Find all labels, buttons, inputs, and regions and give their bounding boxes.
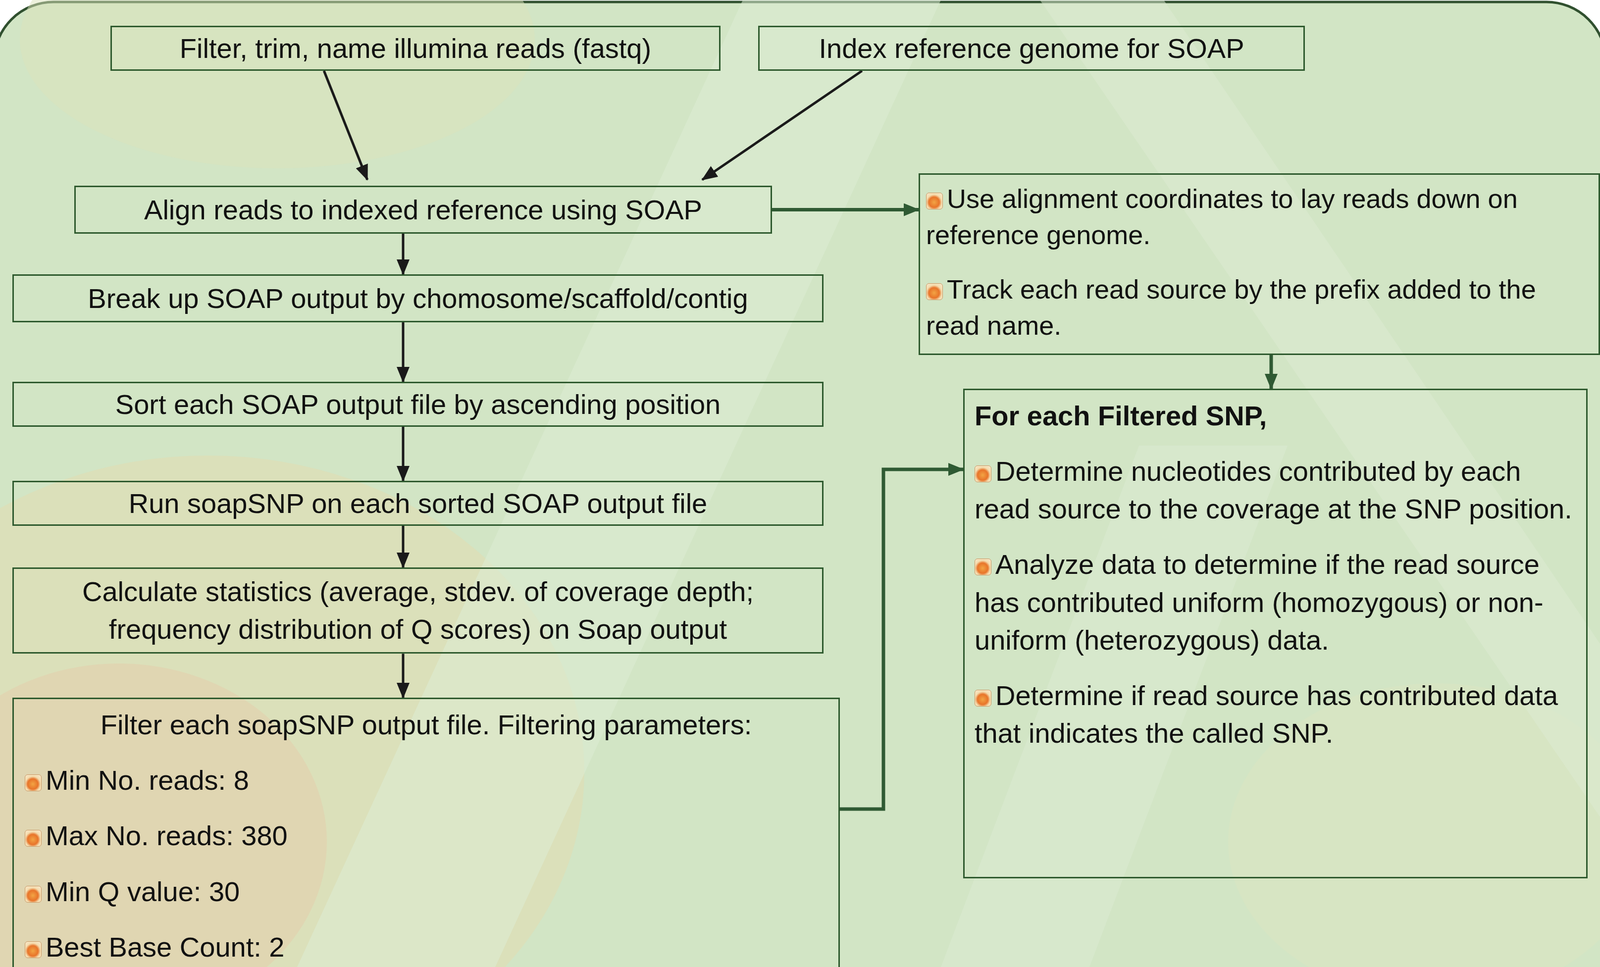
input-box: Filter, trim, name illumina reads (fastq… [110,25,721,71]
bullet-text: Analyze data to determine if the read so… [974,545,1577,659]
apple-watermark [19,0,535,169]
arrow-connector [402,525,405,568]
arrow-connector [839,469,964,810]
process-box: Run soapSNP on each sorted SOAP output f… [12,480,824,526]
box-text: Use alignment coordinates to lay reads d… [926,180,1594,254]
box-text: Index reference genome for SOAP [818,32,1244,65]
bullet-text: Max No. reads: 380 [24,819,828,853]
arrow-connector [402,426,405,481]
box-text: Run soapSNP on each sorted SOAP output f… [128,487,708,520]
box-text: Calculate statistics (average, stdev. of… [23,572,813,649]
box-text: Filter, trim, name illumina reads (fastq… [179,32,652,65]
box-text: Break up SOAP output by chomosome/scaffo… [87,282,748,315]
arrow-connector [402,653,405,698]
arrow-connector [1269,355,1274,389]
bullet-text: Determine nucleotides contributed by eac… [974,452,1577,528]
process-box: Align reads to indexed reference using S… [74,185,773,234]
box-text: Filter each soapSNP output file. Filteri… [24,708,828,742]
apple-watermark [0,663,327,967]
process-box: Calculate statistics (average, stdev. of… [12,567,824,654]
bullet-text: Determine if read source has contributed… [974,676,1577,753]
box-text: Align reads to indexed reference using S… [144,193,703,226]
box-text: Sort each SOAP output file by ascending … [115,388,721,421]
filter-box: Filter each soapSNP output file. Filteri… [12,697,840,967]
arrow-connector [702,70,863,180]
process-box: Sort each SOAP output file by ascending … [12,381,824,427]
bullet-text: Best Base Count: 2 [24,930,828,964]
box-text: For each Filtered SNP, [974,397,1577,435]
arrow-connector [402,233,405,275]
input-box: Index reference genome for SOAP [758,25,1305,71]
arrow-connector [772,207,919,212]
note-box: Use alignment coordinates to lay reads d… [918,173,1600,356]
bullet-text: Min No. reads: 8 [24,763,828,797]
arrow-connector [402,322,405,382]
bullet-text: Track each read source by the prefix add… [926,271,1594,345]
bullet-text: Min Q value: 30 [24,875,828,909]
analysis-box: For each Filtered SNP, Determine nucleoti… [963,388,1588,879]
arrow-connector [323,70,368,180]
process-box: Break up SOAP output by chomosome/scaffo… [12,274,824,323]
